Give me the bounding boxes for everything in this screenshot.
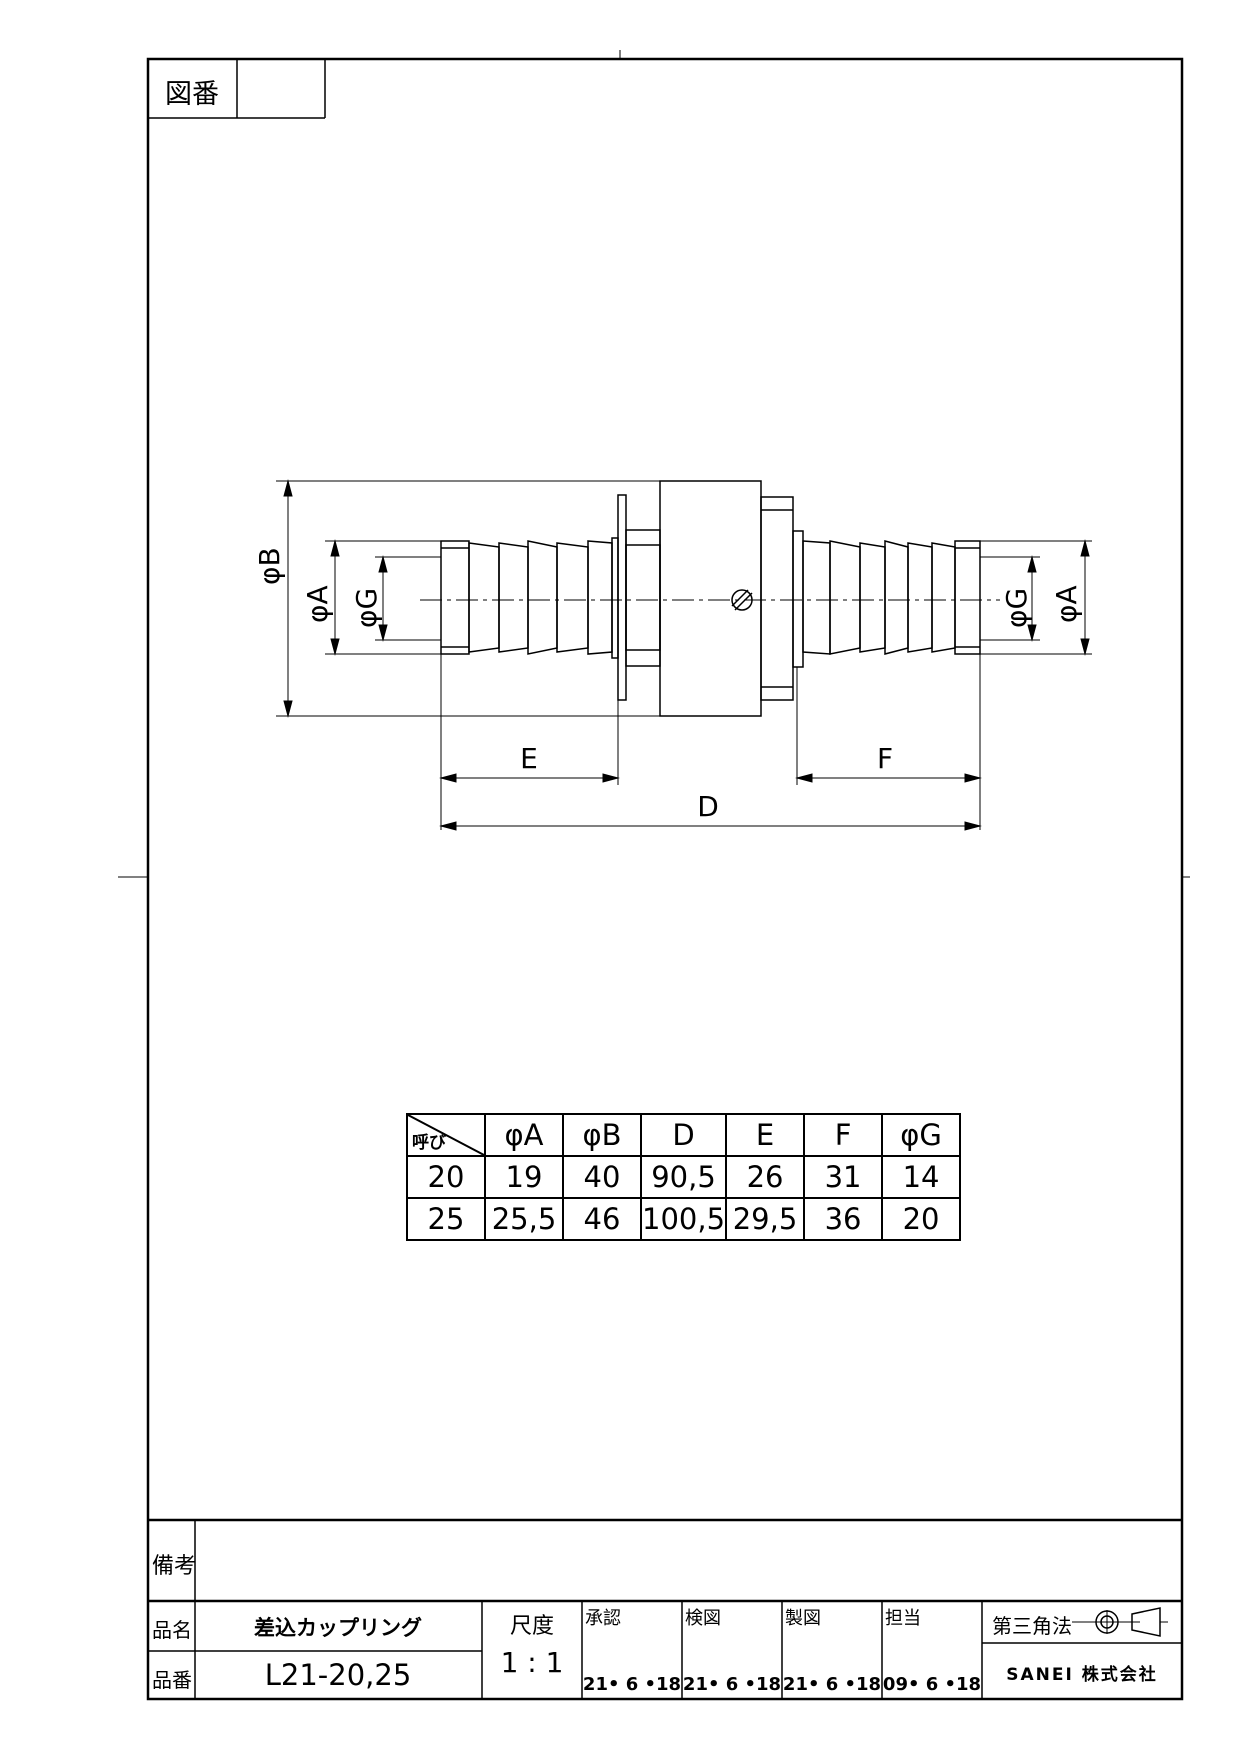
company-name: SANEI 株式会社 [1006, 1665, 1158, 1685]
person-in-charge-label: 担当 [885, 1608, 921, 1629]
dim-label-phi-b: φB [253, 547, 286, 585]
dim-label-phi-g-right: φG [1000, 587, 1033, 628]
title-block-lines [148, 1518, 1182, 1699]
table-cell: 26 [725, 1155, 806, 1199]
drafting-date: 21• 6 •18 [782, 1674, 882, 1695]
table-header: D [639, 1113, 728, 1157]
dim-label-d: D [697, 790, 719, 823]
table-header: F [803, 1113, 884, 1157]
table-cell: 20 [881, 1197, 962, 1241]
table-cell: 25,5 [484, 1197, 564, 1241]
dim-label-f: F [876, 742, 894, 775]
scale-value: 1 : 1 [500, 1646, 564, 1679]
table-corner-cell: 呼び [406, 1113, 486, 1157]
check-label: 検図 [685, 1608, 721, 1629]
dim-label-phi-a-left: φA [301, 585, 334, 623]
dimension-table: 呼び φA φB D E F φG 20 19 40 90,5 26 31 14… [406, 1113, 962, 1241]
left-barb-5 [587, 540, 613, 655]
coupling-drawing [420, 480, 1000, 717]
right-barb-1 [802, 540, 831, 655]
drafting-label: 製図 [785, 1608, 821, 1629]
table-cell: 19 [484, 1155, 564, 1199]
table-cell: 29,5 [725, 1197, 806, 1241]
table-cell: 36 [803, 1197, 884, 1241]
right-barb-2 [829, 540, 861, 655]
table-cell-size: 20 [406, 1155, 486, 1199]
table-header: φA [484, 1113, 564, 1157]
product-number: L21-20,25 [264, 1658, 412, 1692]
drawing-number-label: 図番 [165, 79, 219, 110]
product-number-label: 品番 [152, 1668, 192, 1692]
left-barb-1 [468, 542, 500, 653]
table-cell: 100,5 [639, 1197, 728, 1241]
left-barb-4 [556, 542, 589, 653]
approval-label: 承認 [585, 1608, 621, 1629]
right-barb-3 [859, 542, 886, 653]
table-header: φG [881, 1113, 962, 1157]
table-cell: 46 [562, 1197, 642, 1241]
table-row: 20 19 40 90,5 26 31 14 [406, 1155, 962, 1199]
dimension-lines [276, 479, 1092, 831]
table-cell: 90,5 [639, 1155, 728, 1199]
approval-date: 21• 6 •18 [582, 1674, 682, 1695]
product-name: 差込カップリング [254, 1616, 422, 1640]
right-end-ring [954, 540, 981, 655]
table-header-row: 呼び φA φB D E F φG [406, 1113, 962, 1157]
remarks-label: 備考 [152, 1554, 197, 1579]
check-date: 21• 6 •18 [682, 1674, 782, 1695]
table-row: 25 25,5 46 100,5 29,5 36 20 [406, 1197, 962, 1241]
dim-label-e: E [520, 742, 538, 775]
person-in-charge-date: 09• 6 •18 [882, 1674, 982, 1695]
table-header: φB [562, 1113, 642, 1157]
right-barb-6 [931, 542, 956, 653]
right-barb-4 [884, 540, 909, 655]
table-cell: 31 [803, 1155, 884, 1199]
dim-label-phi-a-right: φA [1050, 585, 1083, 623]
scale-label: 尺度 [509, 1614, 555, 1639]
outer-frame [146, 57, 1184, 1701]
projection-label: 第三角法 [992, 1614, 1072, 1638]
left-barb-2 [498, 542, 529, 653]
left-flange [617, 494, 627, 701]
product-name-label: 品名 [152, 1618, 192, 1642]
right-barb-5 [907, 542, 933, 653]
dim-label-phi-g-left: φG [350, 587, 383, 628]
table-cell: 40 [562, 1155, 642, 1199]
left-barb-3 [527, 540, 558, 655]
coupling-sleeve [760, 496, 794, 701]
table-corner-label: 呼び [412, 1133, 446, 1153]
left-end-ring [440, 540, 470, 655]
table-cell-size: 25 [406, 1197, 486, 1241]
third-angle-projection-icon [1072, 1607, 1168, 1637]
table-header: E [725, 1113, 806, 1157]
table-cell: 14 [881, 1155, 962, 1199]
